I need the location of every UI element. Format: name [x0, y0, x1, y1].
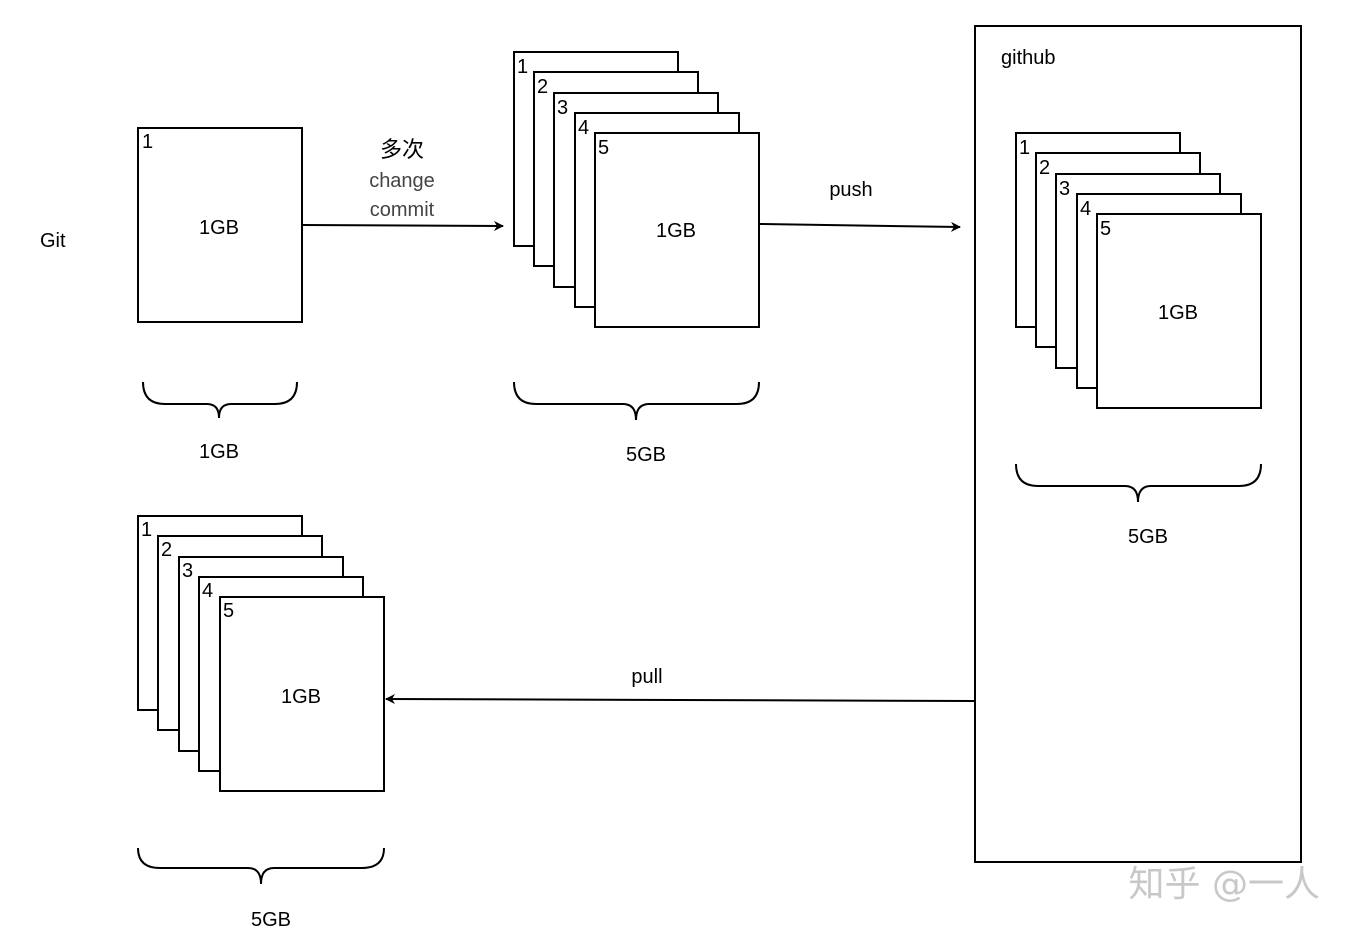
snapshot-sheet — [137, 127, 303, 323]
pulled-sheet-number-5: 5 — [223, 600, 234, 622]
github-sheet-number-4: 4 — [1080, 198, 1091, 220]
pulled-sheet-number-1: 1 — [141, 519, 152, 541]
snapshot-size-label: 1GB — [199, 217, 239, 239]
commit-sheet-number-2: 2 — [537, 76, 548, 98]
commit-arrow — [301, 220, 504, 231]
watermark: 知乎 @一人 — [1129, 864, 1320, 905]
push-arrow — [758, 221, 961, 232]
transition-label-change: change — [369, 170, 435, 192]
snapshot-page-number: 1 — [142, 131, 153, 153]
github-size-label: 1GB — [1158, 302, 1198, 324]
single-brace — [142, 381, 298, 419]
github-sheet-number-1: 1 — [1019, 137, 1030, 159]
pulled-sheet-number-2: 2 — [161, 539, 172, 561]
pull-label: pull — [631, 666, 662, 688]
pulled-sheet-5 — [219, 596, 385, 792]
pulled-sheet-number-3: 3 — [182, 560, 193, 582]
pulled-commits-brace-label: 5GB — [251, 909, 291, 931]
local-commits-brace-label: 5GB — [626, 444, 666, 466]
pulled-commits-brace — [137, 847, 385, 885]
commit-sheet-5 — [594, 132, 760, 328]
commit-sheet-number-3: 3 — [557, 97, 568, 119]
pulled-commit-stack: 1 2 3 4 5 1GB — [137, 515, 385, 792]
transition-label-multiple: 多次 — [380, 137, 424, 162]
github-remote: github 1 2 3 4 5 1GB 5GB — [974, 25, 1302, 863]
commit-sheet-number-5: 5 — [598, 137, 609, 159]
github-sheet-number-5: 5 — [1100, 218, 1111, 240]
github-brace — [1015, 463, 1262, 503]
pulled-size-label: 1GB — [281, 686, 321, 708]
github-sheet-number-3: 3 — [1059, 178, 1070, 200]
local-commit-stack: 1 2 3 4 5 1GB — [513, 51, 760, 328]
commit-sheet-number-4: 4 — [578, 117, 589, 139]
commit-size-label: 1GB — [656, 220, 696, 242]
github-brace-label: 5GB — [1128, 526, 1168, 548]
single-snapshot: 1 1GB — [137, 127, 303, 323]
github-sheet-number-2: 2 — [1039, 157, 1050, 179]
pulled-sheet-number-4: 4 — [202, 580, 213, 602]
pull-arrow — [385, 694, 976, 705]
single-brace-label: 1GB — [199, 441, 239, 463]
transition-label-commit: commit — [370, 199, 435, 221]
push-label: push — [829, 179, 872, 201]
commit-sheet-number-1: 1 — [517, 56, 528, 78]
github-sheet-5 — [1096, 213, 1262, 409]
local-commits-brace — [513, 381, 760, 421]
git-label: Git — [40, 230, 66, 252]
github-title: github — [1001, 47, 1056, 69]
